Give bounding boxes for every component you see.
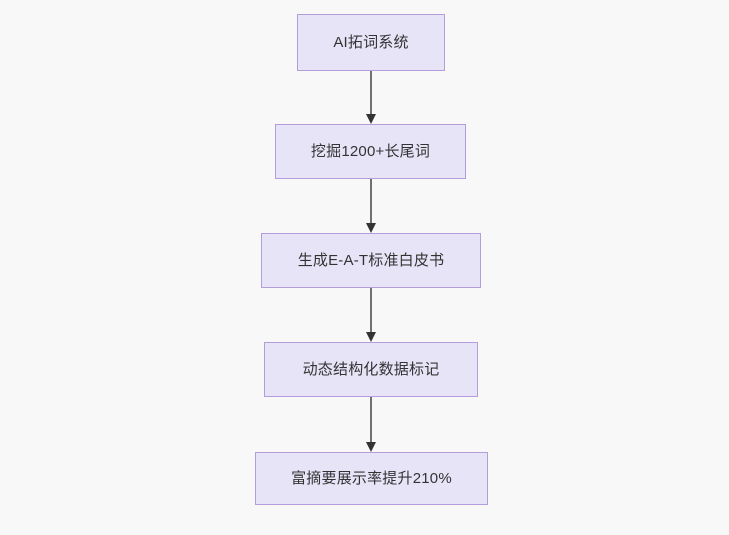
flowchart-node-2[interactable]: 挖掘1200+长尾词 xyxy=(275,124,466,179)
flowchart-edge-1-to-2 xyxy=(366,71,376,124)
flowchart-node-1[interactable]: AI拓词系统 xyxy=(297,14,445,71)
flowchart-node-5-label: 富摘要展示率提升210% xyxy=(291,469,452,487)
arrowhead-icon xyxy=(366,442,376,452)
arrowhead-icon xyxy=(366,332,376,342)
arrowhead-icon xyxy=(366,223,376,233)
flowchart-node-2-label: 挖掘1200+长尾词 xyxy=(310,142,431,160)
arrowhead-icon xyxy=(366,114,376,124)
flowchart-edge-4-to-5 xyxy=(366,397,376,452)
flowchart-node-4[interactable]: 动态结构化数据标记 xyxy=(264,342,478,397)
flowchart-edge-2-to-3 xyxy=(366,179,376,233)
flowchart-node-5[interactable]: 富摘要展示率提升210% xyxy=(255,452,488,505)
flowchart-node-3-label: 生成E-A-T标准白皮书 xyxy=(297,251,445,269)
flowchart-node-3[interactable]: 生成E-A-T标准白皮书 xyxy=(261,233,481,288)
flowchart-node-1-label: AI拓词系统 xyxy=(333,33,409,51)
flowchart-node-4-label: 动态结构化数据标记 xyxy=(302,360,440,378)
flowchart-edge-3-to-4 xyxy=(366,288,376,342)
